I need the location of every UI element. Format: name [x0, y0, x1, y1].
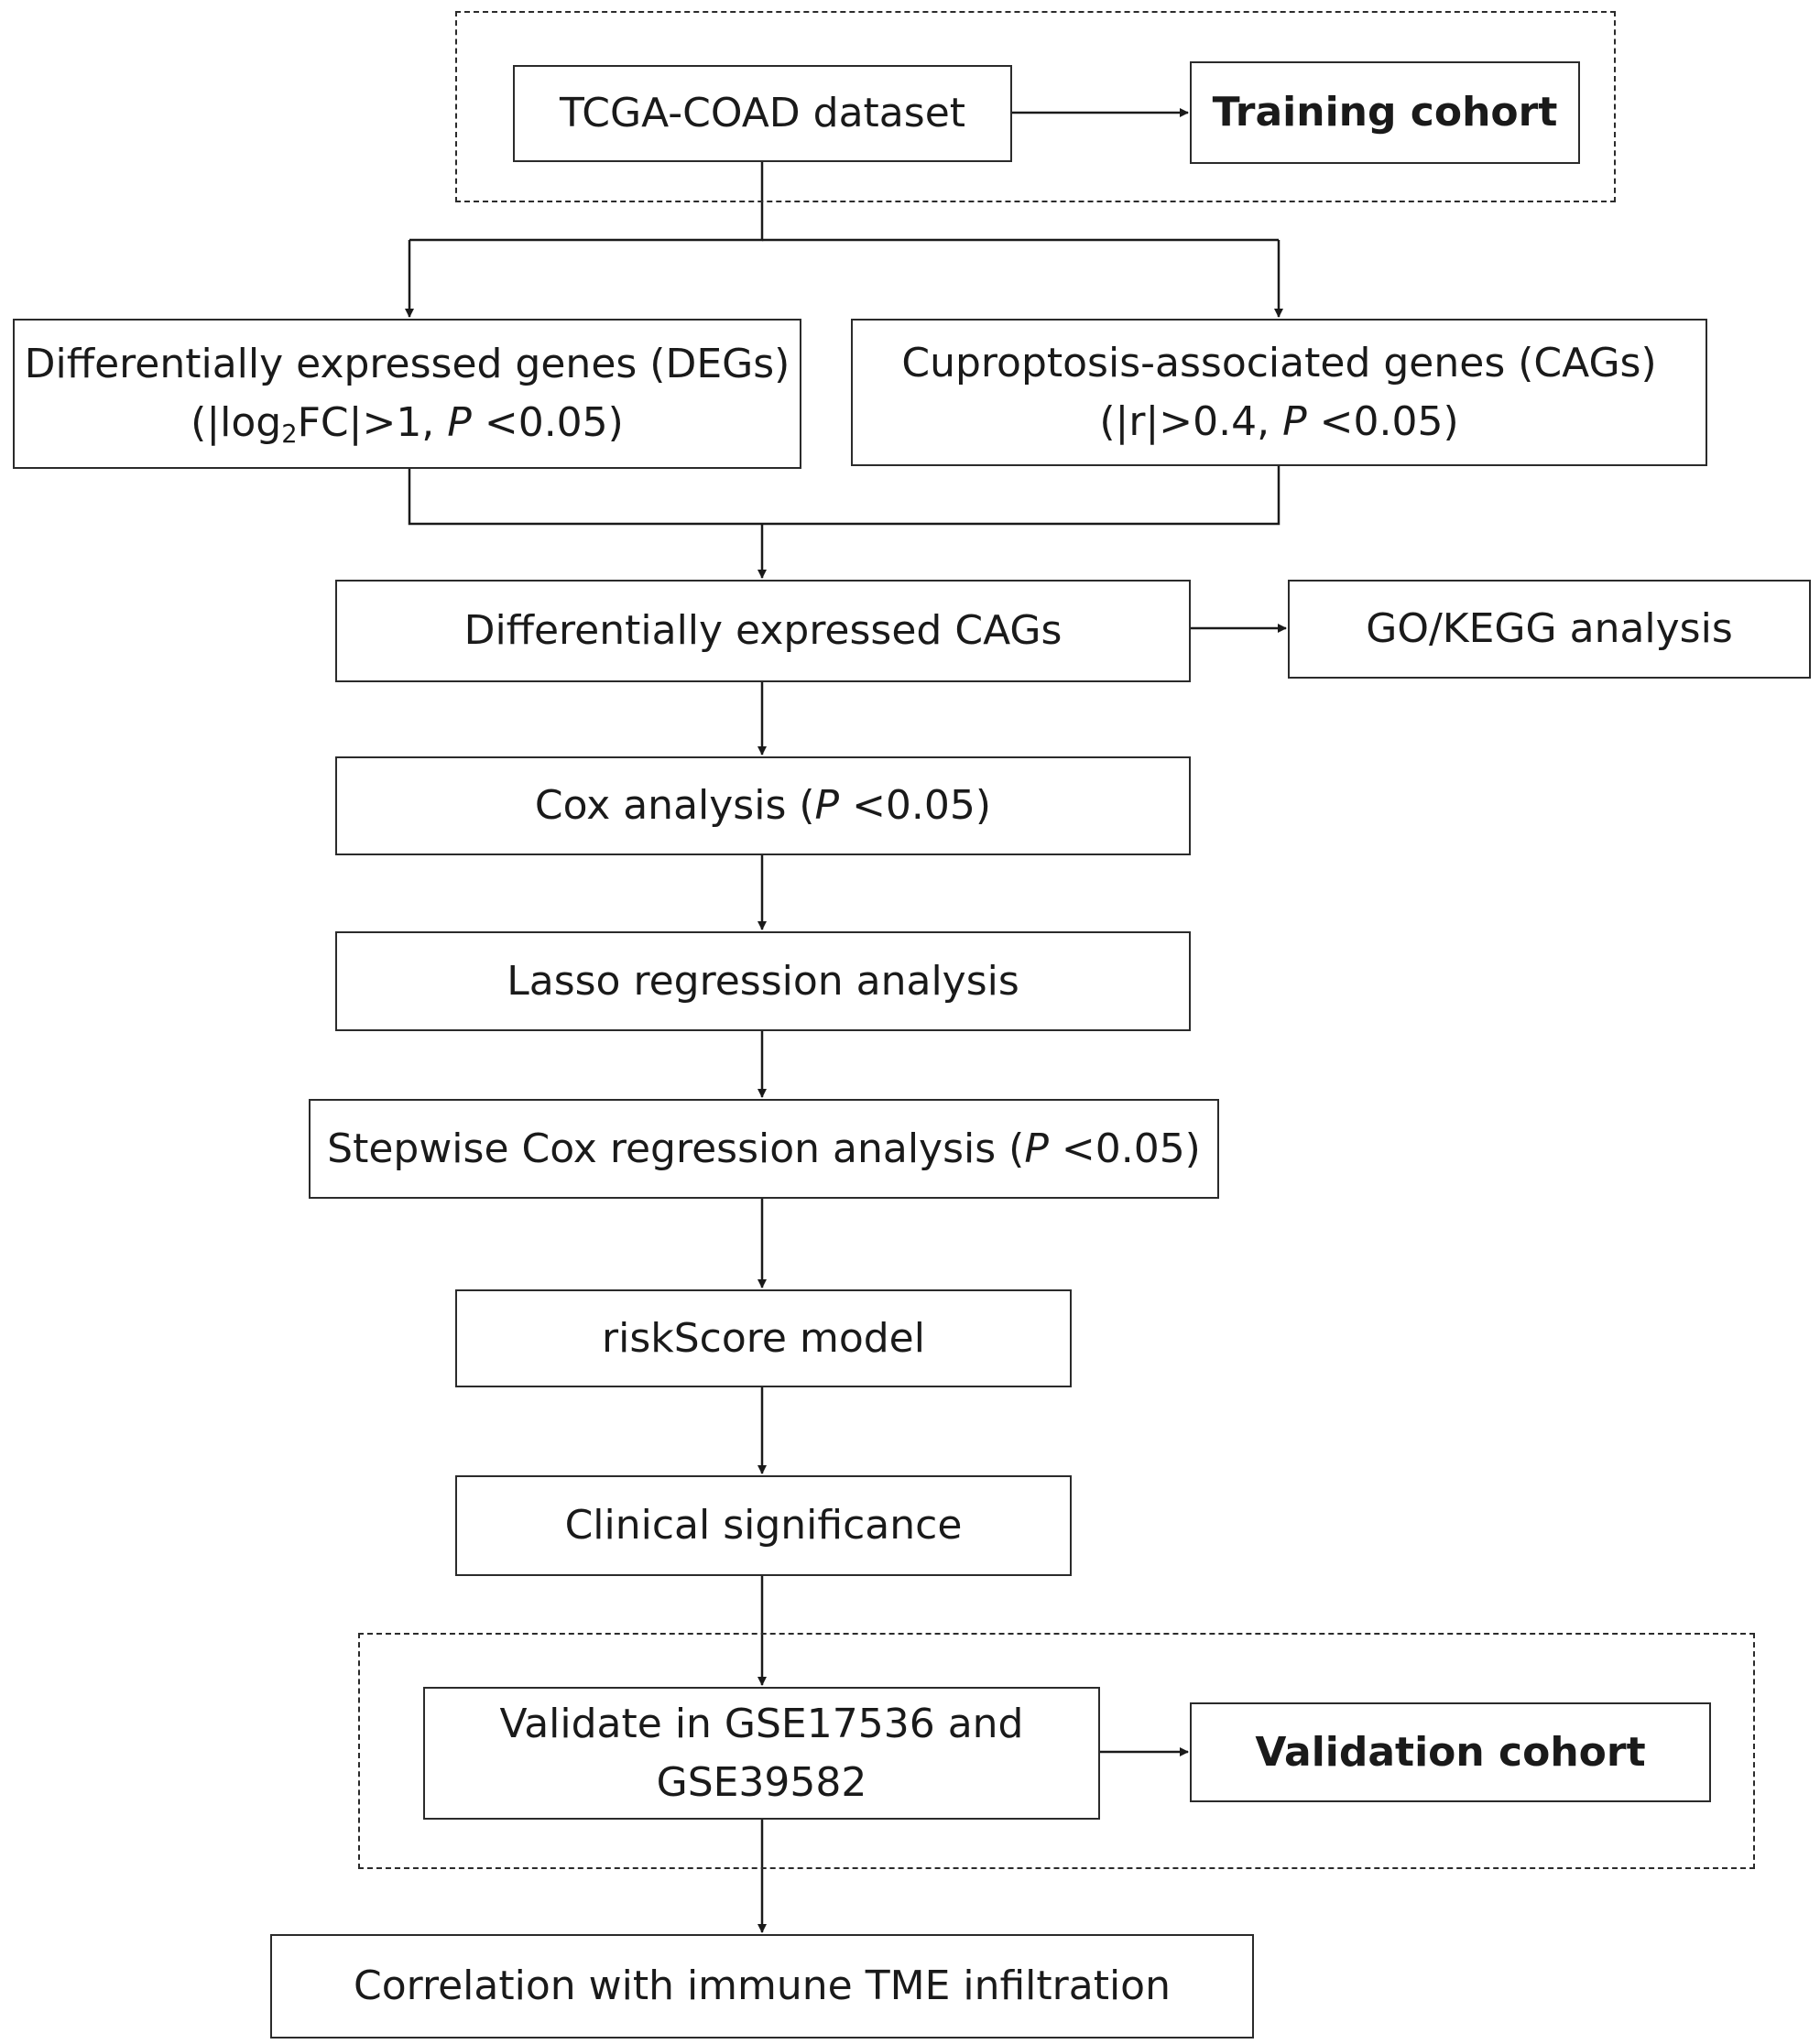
lasso-regression-label: Lasso regression analysis [507, 957, 1019, 1005]
cags-criteria: (|r|>0.4, P <0.05) [1099, 397, 1459, 445]
cags-title: Cuproptosis-associated genes (CAGs) [901, 339, 1657, 386]
clinical-significance-label: Clinical significance [564, 1502, 963, 1549]
correlation-immune-tme-label: Correlation with immune TME infiltration [354, 1962, 1171, 2010]
stepwise-cox-regression-label: Stepwise Cox regression analysis (P <0.0… [327, 1125, 1201, 1172]
cox-analysis-label: Cox analysis (P <0.05) [534, 782, 992, 830]
validation-cohort-node: Validation cohort [1190, 1702, 1711, 1802]
training-cohort-label: Training cohort [1212, 89, 1558, 136]
training-group-dashed-border [455, 11, 1616, 202]
tcga-coad-dataset-label: TCGA-COAD dataset [559, 90, 966, 137]
connector-merge [408, 466, 1281, 526]
cox-analysis-node: Cox analysis (P <0.05) [335, 756, 1191, 855]
differentially-expressed-cags-node: Differentially expressed CAGs [335, 580, 1191, 682]
validate-gse-node: Validate in GSE17536 and GSE39582 [423, 1687, 1100, 1820]
differentially-expressed-cags-label: Differentially expressed CAGs [463, 607, 1063, 655]
degs-title: Differentially expressed genes (DEGs) [24, 341, 790, 388]
validate-gse-line2: GSE39582 [656, 1758, 867, 1806]
go-kegg-analysis-label: GO/KEGG analysis [1366, 605, 1733, 653]
cags-node: Cuproptosis-associated genes (CAGs) (|r|… [851, 319, 1707, 466]
stepwise-cox-regression-node: Stepwise Cox regression analysis (P <0.0… [309, 1099, 1219, 1199]
validation-cohort-label: Validation cohort [1255, 1728, 1646, 1776]
clinical-significance-node: Clinical significance [455, 1475, 1072, 1576]
degs-node: Differentially expressed genes (DEGs) (|… [13, 319, 801, 469]
go-kegg-analysis-node: GO/KEGG analysis [1288, 580, 1811, 679]
validate-gse-line1: Validate in GSE17536 and [499, 1700, 1024, 1747]
validation-group-dashed-border [358, 1633, 1755, 1869]
riskscore-model-node: riskScore model [455, 1289, 1072, 1387]
tcga-coad-dataset-node: TCGA-COAD dataset [513, 65, 1012, 162]
correlation-immune-tme-node: Correlation with immune TME infiltration [270, 1934, 1254, 2039]
riskscore-model-label: riskScore model [602, 1314, 925, 1362]
lasso-regression-node: Lasso regression analysis [335, 931, 1191, 1031]
degs-criteria: (|log2FC|>1, P <0.05) [191, 399, 624, 449]
training-cohort-node: Training cohort [1190, 61, 1580, 164]
